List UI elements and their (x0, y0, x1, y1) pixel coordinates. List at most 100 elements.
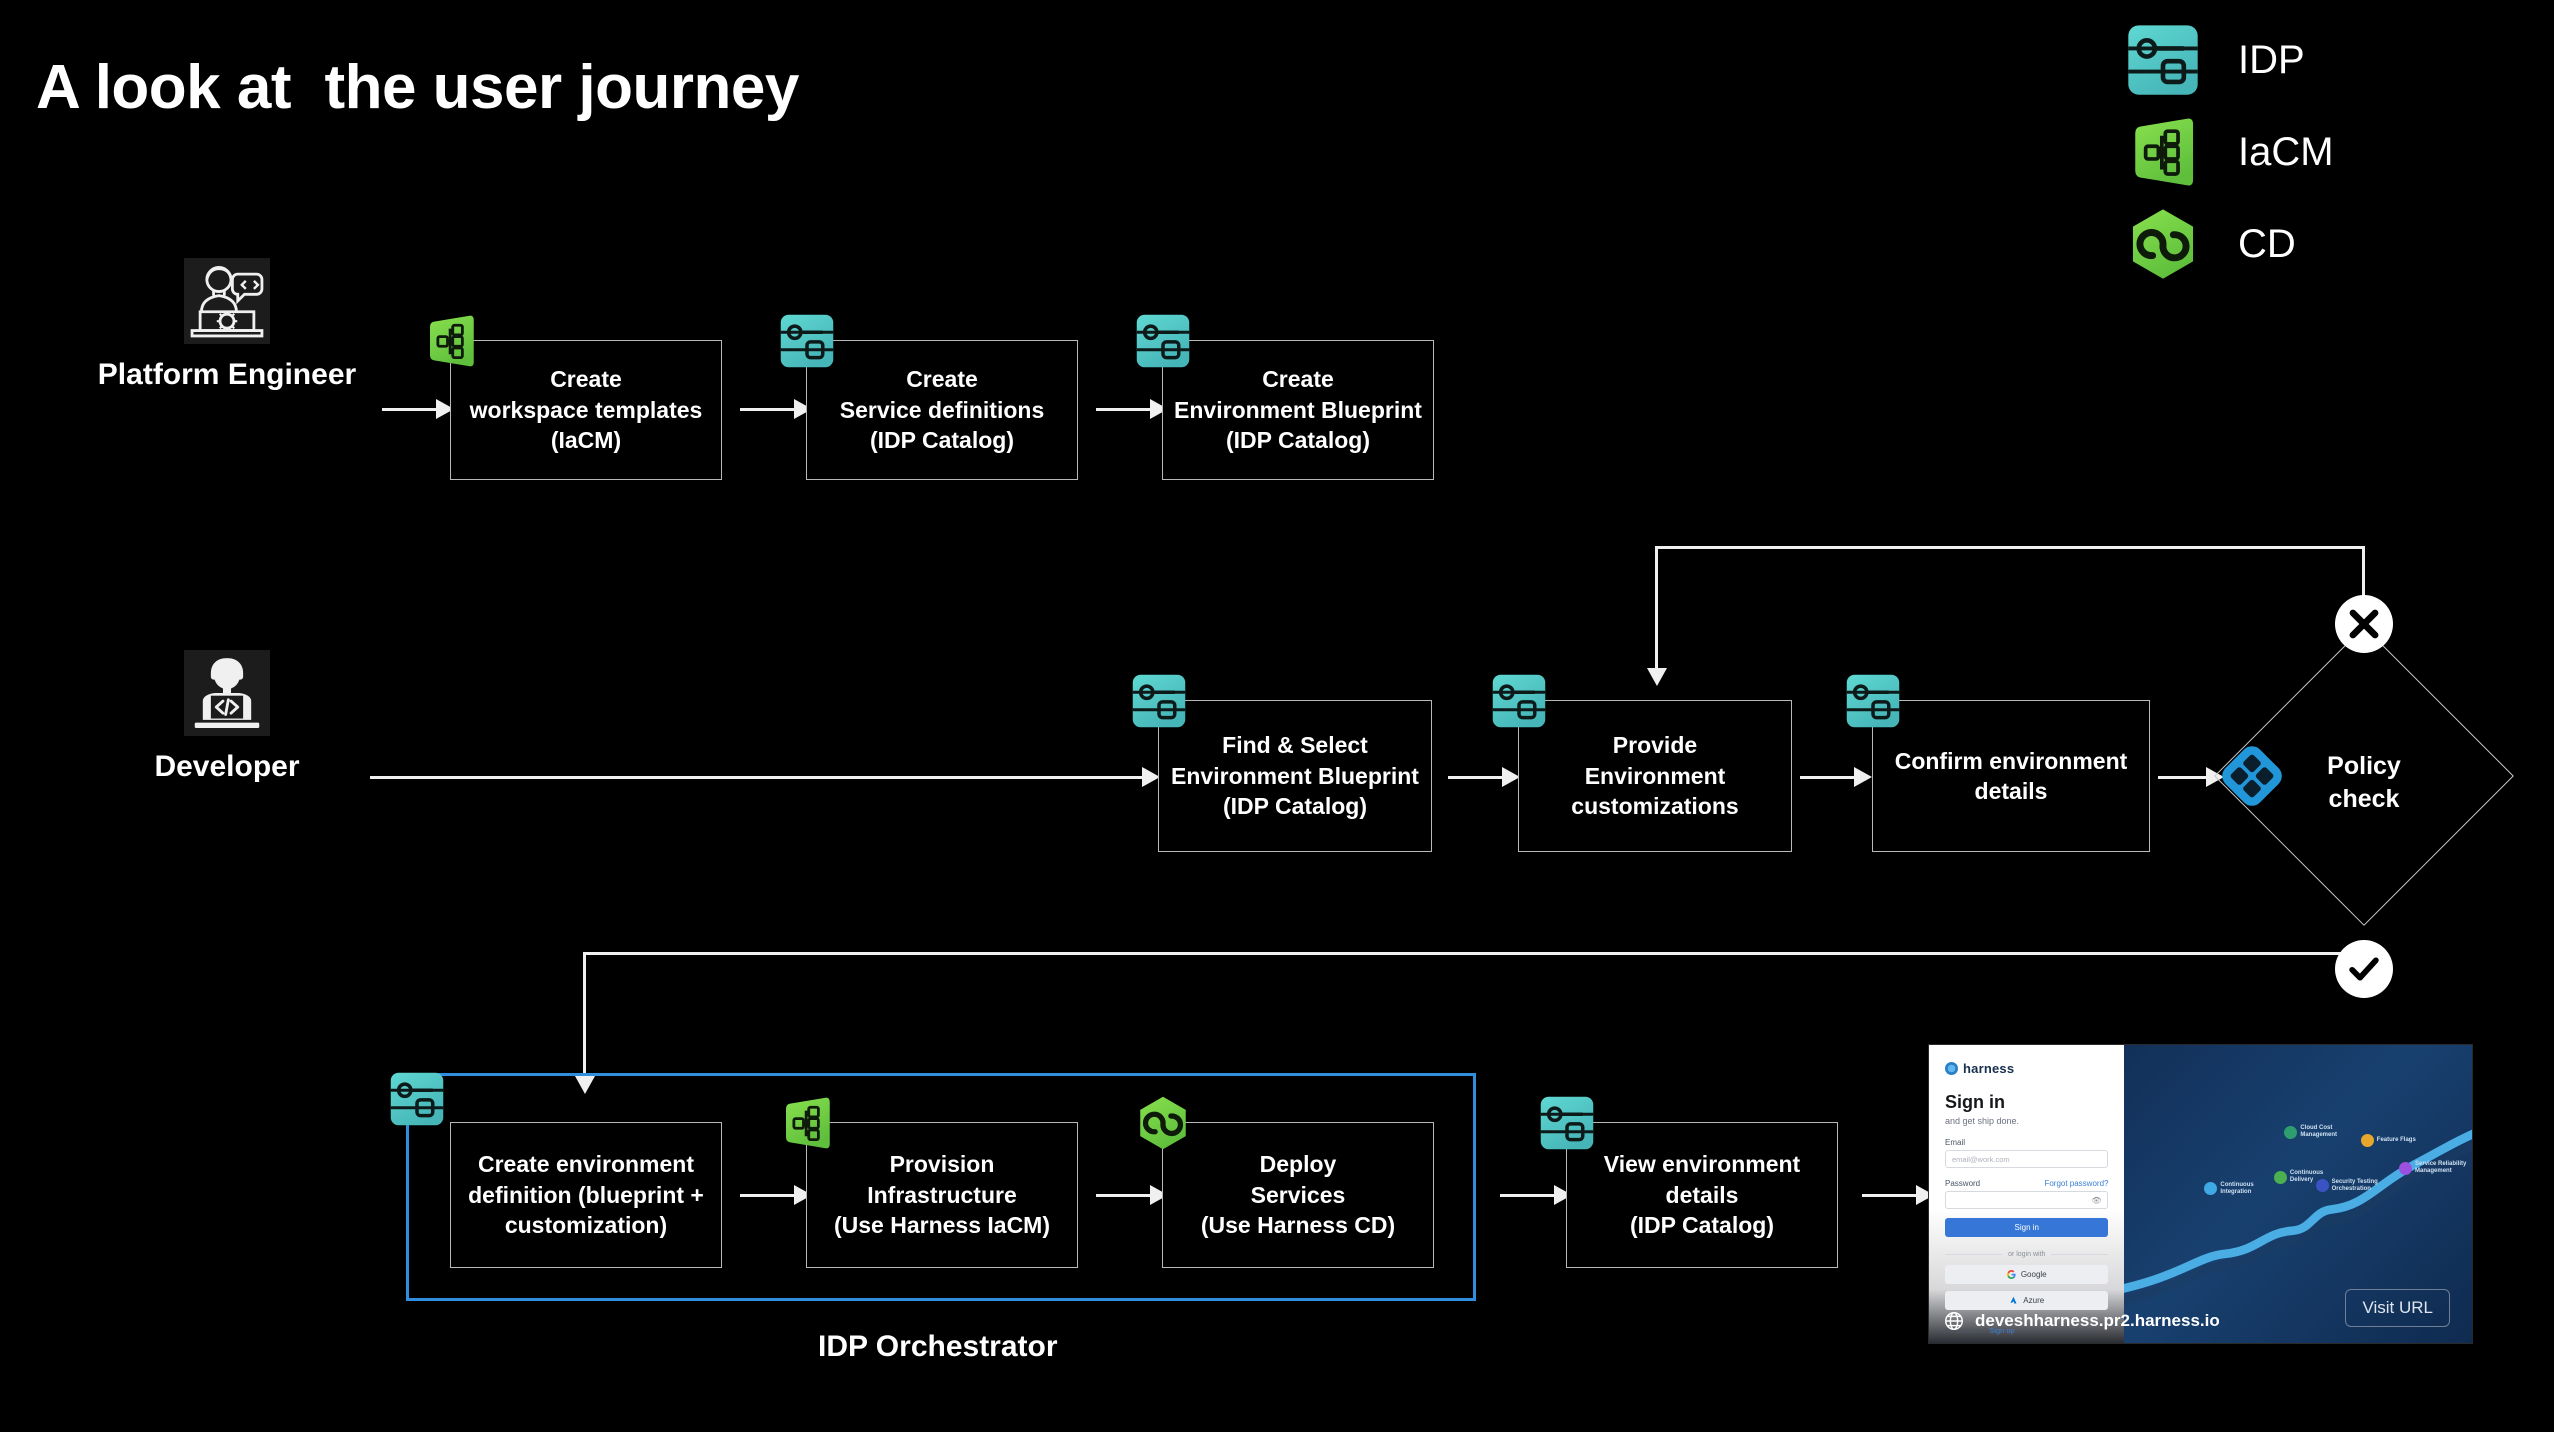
connector-dev-to-find-select (370, 776, 1148, 779)
step-label: Confirm environment details (1894, 747, 2128, 804)
signin-hero-illustration: Continuous Integration Continuous Delive… (2124, 1045, 2472, 1343)
url-text: deveshharness.pr2.harness.io (1975, 1311, 2220, 1330)
connector-deploy-to-view (1500, 1194, 1558, 1197)
decision-policy-check-label: Policy check (2327, 752, 2401, 813)
divider-line-right (2051, 1254, 2109, 1255)
page-title: A look at the user journey (36, 53, 799, 122)
journey-node-sto: Security Testing Orchestration (2315, 1179, 2378, 1193)
idp-module-icon (1491, 673, 1547, 729)
fail-path-segment-down (1655, 546, 1658, 672)
idp-orchestrator-container (406, 1073, 1476, 1301)
signin-heading: Sign in (1945, 1092, 2005, 1112)
journey-path-graphic (2124, 1129, 2472, 1305)
status-badge-pass (2335, 940, 2393, 998)
step-label: Find & Select Environment Blueprint (IDP… (1171, 732, 1419, 820)
step-view-environment-details: View environment details (IDP Catalog) (1540, 1096, 1838, 1268)
divider-text: or login with (2008, 1251, 2046, 1258)
legend-item-idp: IDP (2126, 14, 2426, 106)
forgot-password-link[interactable]: Forgot password? (2044, 1179, 2109, 1188)
journey-node-label: Continuous Integration (2220, 1182, 2254, 1195)
step-label: View environment details (IDP Catalog) (1603, 1151, 1801, 1239)
pass-path-segment-down (583, 952, 586, 1080)
idp-module-icon (1131, 673, 1187, 729)
step-provide-environment-customizations: Provide Environment customizations (1492, 674, 1792, 852)
iacm-module-icon (423, 313, 479, 369)
idp-orchestrator-label: IDP Orchestrator (818, 1330, 1058, 1363)
continuous-delivery-icon (2273, 1170, 2287, 1184)
eye-icon[interactable]: 👁 (2091, 1195, 2102, 1205)
step-deploy-services: Deploy Services (Use Harness CD) (1140, 1096, 1434, 1268)
cloud-cost-management-icon (2284, 1125, 2298, 1139)
persona-label-platform-engineer: Platform Engineer (97, 358, 357, 391)
step-label: Create Environment Blueprint (IDP Catalo… (1174, 366, 1422, 454)
harness-logo-mark (1945, 1062, 1958, 1075)
email-placeholder: email@work.com (1952, 1154, 2010, 1164)
journey-node-cd: Continuous Delivery (2273, 1170, 2323, 1184)
feature-flags-icon (2360, 1134, 2374, 1148)
step-create-environment-definition: Create environment definition (blueprint… (390, 1072, 722, 1268)
journey-node-srm: Service Reliability Management (2399, 1161, 2466, 1175)
connector-create-to-provision (740, 1194, 798, 1197)
persona-label-developer: Developer (154, 750, 300, 783)
connector-step1-to-step2 (740, 408, 798, 411)
connector-view-to-thumbnail (1862, 1194, 1920, 1197)
journey-node-label: Cloud Cost Management (2300, 1125, 2338, 1139)
step-label: Provide Environment customizations (1571, 732, 1739, 820)
legend-label-idp: IDP (2238, 38, 2305, 82)
step-label: Create environment definition (blueprint… (468, 1151, 704, 1239)
idp-module-icon (389, 1071, 445, 1127)
check-icon (2349, 957, 2379, 981)
visit-url-button[interactable]: Visit URL (2345, 1289, 2450, 1327)
email-field[interactable]: email@work.com (1945, 1150, 2109, 1168)
step-create-environment-blueprint: Create Environment Blueprint (IDP Catalo… (1136, 314, 1434, 480)
pass-path-segment-left (583, 952, 2358, 955)
step-provision-infrastructure: Provision Infrastructure (Use Harness Ia… (786, 1097, 1078, 1268)
persona-platform-engineer: Platform Engineer (82, 258, 372, 392)
step-confirm-environment-details: Confirm environment details (1846, 674, 2150, 852)
step-label: Deploy Services (Use Harness CD) (1200, 1151, 1396, 1239)
platform-engineer-avatar-icon (184, 258, 270, 344)
journey-node-label: Service Reliability Management (2415, 1161, 2467, 1175)
oauth-google-button[interactable]: Google (1945, 1265, 2109, 1284)
cross-icon (2349, 609, 2379, 639)
legend-item-iacm: IaCM (2126, 106, 2426, 198)
legend-label-iacm: IaCM (2238, 130, 2334, 174)
step-find-select-environment-blueprint: Find & Select Environment Blueprint (IDP… (1132, 674, 1432, 852)
idp-module-icon (1845, 673, 1901, 729)
signin-panel: harness Sign in and get ship done. Email… (1929, 1045, 2125, 1343)
fail-path-arrow-head (1647, 668, 1667, 686)
oauth-azure-button[interactable]: Azure (1945, 1291, 2109, 1310)
globe-icon (1945, 1312, 1963, 1330)
signin-subheading: and get ship done. (1945, 1116, 2020, 1126)
opa-policy-icon (2222, 746, 2282, 806)
harness-logo: harness (1945, 1061, 2108, 1076)
oauth-google-label: Google (2020, 1270, 2047, 1279)
signup-link[interactable]: Sign up (1989, 1326, 2015, 1335)
connector-pe-to-step1-head (436, 399, 454, 419)
step-create-service-definitions: Create Service definitions (IDP Catalog) (780, 314, 1078, 480)
connector-provide-to-confirm-head (1854, 767, 1872, 787)
azure-icon (2010, 1296, 2017, 1304)
signup-prompt: No account? Sign up (1945, 1326, 2108, 1335)
developer-avatar-icon (184, 650, 270, 736)
url-bar: deveshharness.pr2.harness.io (1929, 1299, 2472, 1343)
harness-signin-screenshot[interactable]: harness Sign in and get ship done. Email… (1928, 1044, 2473, 1344)
step-label: Create Service definitions (IDP Catalog) (839, 366, 1045, 454)
step-label: Provision Infrastructure (Use Harness Ia… (833, 1151, 1051, 1239)
idp-module-icon (779, 313, 835, 369)
journey-node-ff: Feature Flags (2360, 1134, 2416, 1148)
cd-module-icon (2126, 207, 2200, 281)
pass-path-arrow-head (575, 1076, 595, 1094)
connector-step2-to-step3 (1096, 408, 1154, 411)
legend-item-cd: CD (2126, 198, 2426, 290)
journey-node-ccm: Cloud Cost Management (2284, 1125, 2337, 1139)
password-field[interactable]: 👁 (1945, 1191, 2109, 1209)
idp-module-icon (1539, 1095, 1595, 1151)
step-create-workspace-templates: Create workspace templates (IaCM) (430, 315, 722, 480)
connector-pe-to-step1 (382, 408, 440, 411)
signin-button[interactable]: Sign in (1945, 1218, 2109, 1237)
password-label: Password (1945, 1179, 1981, 1188)
journey-node-label: Feature Flags (2376, 1137, 2416, 1144)
persona-developer: Developer (82, 650, 372, 784)
